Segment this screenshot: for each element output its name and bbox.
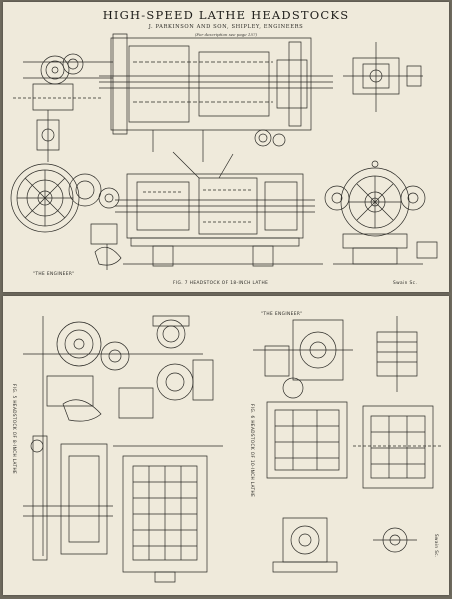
end-view-drawing [343,42,423,112]
headstock-elevation-drawing [115,152,323,266]
top-figure-caption: FIG. 7 HEADSTOCK OF 18-INCH LATHE [173,281,269,286]
top-credit: "THE ENGINEER" [33,272,75,277]
top-page: HIGH-SPEED LATHE HEADSTOCKS J. PARKINSON… [3,2,449,292]
headstock-8in-lower-drawing [23,436,223,582]
headstock-10in-lower-drawing [273,518,417,572]
bottom-signature: Swain Sc. [434,534,439,558]
bottom-right-figure-caption: FIG. 6 HEADSTOCK OF 10-INCH LATHE [250,404,255,498]
top-signature: Swain Sc. [393,281,418,286]
headstock-10in-upper-drawing [253,316,417,398]
description-note: (For description see page 157) [194,32,258,37]
gear-mechanism-drawing [13,54,113,162]
headstock-10in-middle-drawing [267,402,443,488]
bottom-credit: "THE ENGINEER" [261,312,303,317]
page-title: HIGH-SPEED LATHE HEADSTOCKS [102,8,350,22]
bottom-drawings [3,296,449,595]
bottom-left-figure-caption: FIG. 5 HEADSTOCK OF 8-INCH LATHE [12,384,17,475]
bottom-page: FIG. 5 HEADSTOCK OF 8-INCH LATHE FIG. 6 … [3,296,449,595]
top-drawings [3,2,449,292]
gear-end-view-drawing [325,161,437,264]
page-subtitle: J. PARKINSON AND SON, SHIPLEY, ENGINEERS [148,24,304,30]
headstock-plan-drawing [99,34,333,162]
headstock-8in-upper-drawing [23,316,213,556]
cone-pulley-end-view-drawing [11,164,121,270]
